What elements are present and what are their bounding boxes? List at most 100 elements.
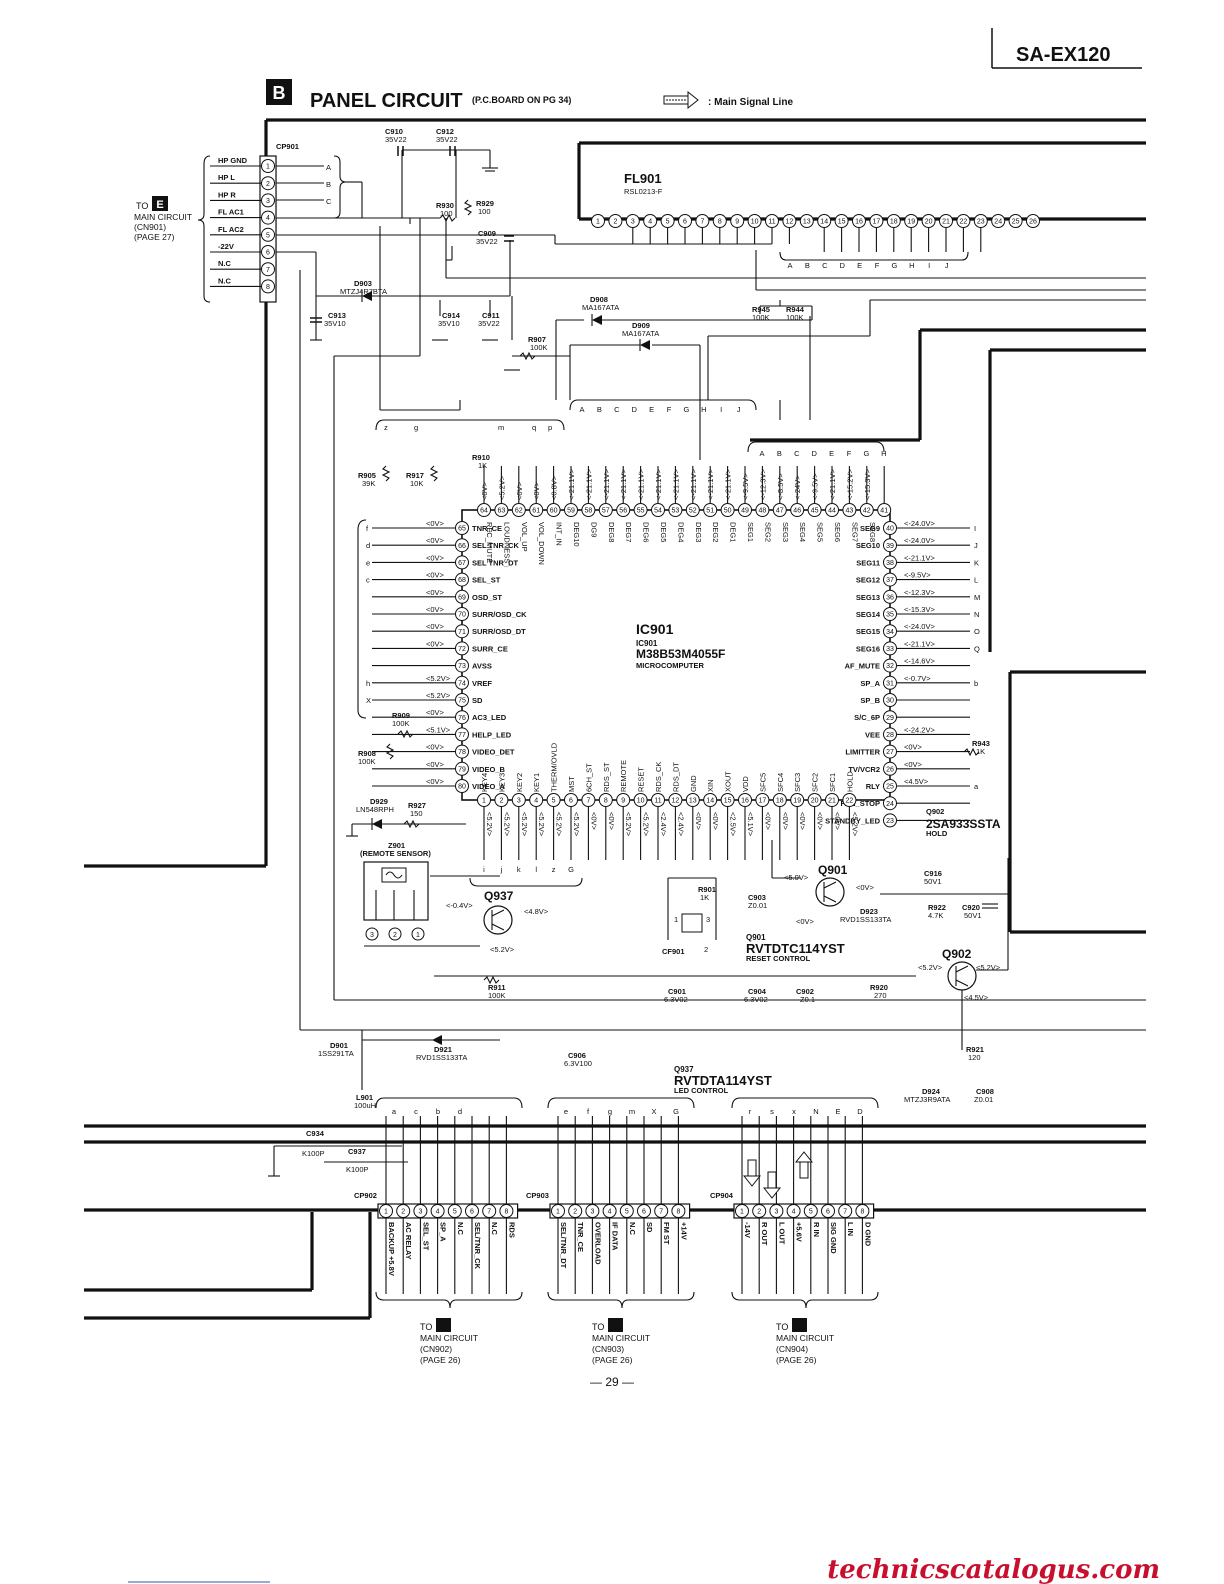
ic901-bus-mid-label: I xyxy=(720,405,722,414)
q937-out-volt: <4.8V> xyxy=(524,907,549,916)
ic901-right-bus-label: I xyxy=(974,524,976,533)
fl901-bus-label: F xyxy=(875,261,880,270)
connector-pin: 5 xyxy=(803,1204,818,1218)
q902-ref: Q902 xyxy=(942,947,972,961)
svg-text:37: 37 xyxy=(886,577,894,584)
connector-bus-label: g xyxy=(608,1107,612,1116)
ic901-top-pins: 64<0V>REC_MUTE63<5.2V>LOUDNESS62<0V>VOL_… xyxy=(477,466,892,565)
connector-pin: 7 xyxy=(838,1204,853,1218)
c913-val: 35V10 xyxy=(324,319,346,328)
ic901-left-pin-name: SURR/OSD_CK xyxy=(472,610,527,619)
ic901-bottom-pin-volt: <5.2V> xyxy=(572,812,581,837)
connector-bus-label: m xyxy=(629,1107,635,1116)
svg-text:30: 30 xyxy=(886,698,894,705)
ic901-top-pin: 44 xyxy=(825,503,839,517)
component-r920: R920 270 xyxy=(870,983,888,1000)
svg-text:5: 5 xyxy=(266,232,270,239)
svg-text:59: 59 xyxy=(567,508,575,515)
r944-val: 100K xyxy=(786,313,804,322)
ic901-right-pin-volt: <0V> xyxy=(904,743,923,752)
bus-label-c: C xyxy=(326,197,332,206)
ic901-top-pin: 50 xyxy=(720,503,735,517)
ic901-bus-right-label: E xyxy=(829,449,834,458)
cp901-pin: 7 xyxy=(261,262,275,277)
r909-val: 100K xyxy=(392,719,410,728)
svg-text:3: 3 xyxy=(370,932,374,939)
fl901-pin: 15 xyxy=(834,214,849,228)
svg-text:17: 17 xyxy=(759,798,767,805)
cf901-pin1: 1 xyxy=(674,915,678,924)
ic901-right-pin-volt: <-24.0V> xyxy=(904,536,935,545)
svg-text:11: 11 xyxy=(768,219,775,226)
connector-pin-label: TNR_CE xyxy=(576,1222,585,1252)
ic901-top-pin-volt: <-21.1V> xyxy=(567,469,576,500)
component-c920: C920 50V1 xyxy=(962,903,998,920)
svg-text:5: 5 xyxy=(625,1209,629,1216)
ic901-right-bus-label: K xyxy=(974,558,979,567)
ic901-top-pin: 41 xyxy=(877,503,892,517)
ic901-top-pin-volt: <0V> xyxy=(515,481,524,500)
fl901-pin: 1 xyxy=(591,214,605,228)
ic901-bus-mid-label: J xyxy=(737,405,741,414)
cp901-abc-brace: A B C xyxy=(326,155,363,219)
ic901-right-pin-volt: <-24.0V> xyxy=(904,519,935,528)
fl901-pin: 2 xyxy=(608,214,623,228)
svg-text:80: 80 xyxy=(458,784,466,791)
q901-e-volt: <0V> xyxy=(796,917,815,926)
d923-ref: D923 xyxy=(860,907,878,916)
ic901-bus-mid-label: A xyxy=(579,405,584,414)
connector-ref: CP902 xyxy=(354,1191,377,1200)
component-c906: C906 6.3V100 xyxy=(564,1051,592,1068)
ic901-bottom-pin-name: KEY1 xyxy=(532,773,541,792)
component-d909: D909 MA167ATA xyxy=(622,321,659,351)
svg-text:2: 2 xyxy=(401,1209,405,1216)
ic901-right-pin: 25 xyxy=(883,779,897,793)
svg-text:7: 7 xyxy=(700,219,704,226)
q937-e-volt: <5.2V> xyxy=(490,945,515,954)
ic901-left-pin-name: SURR/OSD_DT xyxy=(472,627,526,636)
component-r909: R909 100K xyxy=(392,711,414,739)
fl901-pin: 16 xyxy=(852,214,866,228)
fl901-bus-label: B xyxy=(805,261,810,270)
ic901-left-pin-volt: <0V> xyxy=(426,571,445,580)
ic901-left-pin-name: SEL TNR_DT xyxy=(472,558,519,567)
ic901-left-pin-volt: <0V> xyxy=(426,777,445,786)
ic901-bottom-pin-volt: <0V> xyxy=(816,812,825,831)
ic901-top-pin: 46 xyxy=(790,503,805,517)
cf901-ref: CF901 xyxy=(662,947,685,956)
svg-text:19: 19 xyxy=(793,798,801,805)
cp901-pin: 1 xyxy=(261,159,275,173)
ic901-bus-bottom-label: G xyxy=(568,865,574,874)
ic901-bottom-pin: 11 xyxy=(651,793,665,807)
c937-val: K100P xyxy=(346,1165,369,1174)
ic901-bottom-pin: 17 xyxy=(755,793,770,807)
svg-text:48: 48 xyxy=(759,508,767,515)
connector-bus-label: a xyxy=(392,1107,397,1116)
component-r929: R929 100 xyxy=(463,199,494,216)
ic901-right-pin: 38 xyxy=(883,555,897,570)
ic901-top-pin: 55 xyxy=(633,503,648,517)
svg-text:6: 6 xyxy=(569,798,573,805)
svg-text:2: 2 xyxy=(573,1209,577,1216)
svg-text:12: 12 xyxy=(786,219,794,226)
component-c916: C916 50V1 xyxy=(880,869,1008,895)
svg-text:22: 22 xyxy=(960,219,968,226)
svg-text:58: 58 xyxy=(585,508,593,515)
ic901-right-pin-name: SEG14 xyxy=(856,610,881,619)
d901-ref: D901 xyxy=(330,1041,348,1050)
board-note: (P.C.BOARD ON PG 34) xyxy=(472,95,571,105)
ic901-right-pin-name: LIMITTER xyxy=(845,748,880,757)
svg-text:77: 77 xyxy=(458,732,466,739)
svg-text:6: 6 xyxy=(683,219,687,226)
svg-text:42: 42 xyxy=(863,508,871,515)
q937-ref-bottom: Q937 xyxy=(674,1065,694,1074)
component-q901: Q901 <5.0V> <0V> <0V> Q901 RVTDTC114YST … xyxy=(746,840,875,963)
connector-pin-label: IF DATA xyxy=(611,1222,620,1251)
ic901-bottom-pin-volt: <0V> xyxy=(781,812,790,831)
connector-pin-label: -14V xyxy=(743,1222,752,1238)
svg-text:24: 24 xyxy=(994,219,1002,226)
